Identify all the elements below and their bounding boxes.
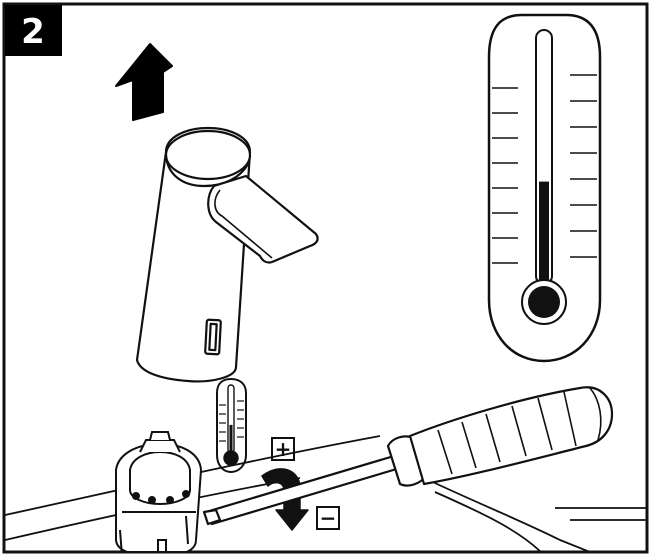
thermometer-small-icon [216, 377, 247, 474]
thermometer-level [539, 181, 549, 290]
valve-cartridge [115, 431, 203, 551]
minus-sign: − [320, 506, 337, 530]
faucet-illustration [135, 126, 319, 383]
step-number: 2 [21, 12, 45, 52]
decrease-sign: − [316, 506, 340, 530]
plus-sign: + [275, 437, 292, 461]
screwdriver-icon [202, 386, 614, 526]
thermometer-large-icon [487, 13, 602, 363]
up-arrow-icon [115, 43, 173, 121]
step-badge: 2 [5, 5, 62, 56]
thermometer-small-level [229, 424, 233, 456]
